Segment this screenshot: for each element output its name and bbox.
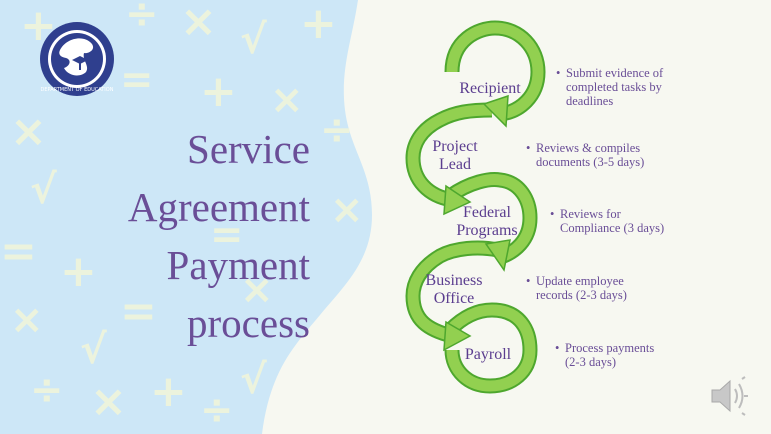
department-of-education-seal: DEPARTMENT OF EDUCATION	[40, 22, 114, 96]
step-description-federal-programs: • Reviews for Compliance (3 days)	[550, 207, 665, 235]
step-description-payroll: • Process payments (2-3 days)	[555, 341, 655, 369]
title-line: Payment	[166, 242, 310, 288]
slide-title: Service Agreement Payment process	[60, 120, 310, 352]
step-label-payroll: Payroll	[464, 346, 512, 363]
title-line: Agreement	[127, 184, 310, 230]
arrowhead-icon	[484, 239, 511, 272]
step-description-business-office: • Update employee records (2-3 days)	[526, 274, 627, 302]
svg-text:DEPARTMENT OF EDUCATION: DEPARTMENT OF EDUCATION	[41, 87, 114, 93]
speaker-icon[interactable]	[708, 375, 750, 417]
step-label-business-office: Business Office	[425, 272, 483, 307]
step-label-recipient: Recipient	[459, 80, 521, 97]
arrowhead-icon	[443, 320, 472, 352]
step-description-project-lead: • Reviews & compiles documents (3-5 days…	[526, 141, 645, 169]
arrow-heads	[443, 94, 511, 352]
title-line: Service	[187, 126, 310, 172]
title-line: process	[187, 300, 310, 346]
arrowhead-icon	[443, 184, 472, 216]
step-description-recipient: • Submit evidence of completed tasks by …	[556, 66, 664, 108]
arrowhead-icon	[482, 94, 509, 128]
step-label-project-lead: Project Lead	[432, 138, 478, 173]
step-label-federal-programs: Federal Programs	[456, 204, 518, 239]
